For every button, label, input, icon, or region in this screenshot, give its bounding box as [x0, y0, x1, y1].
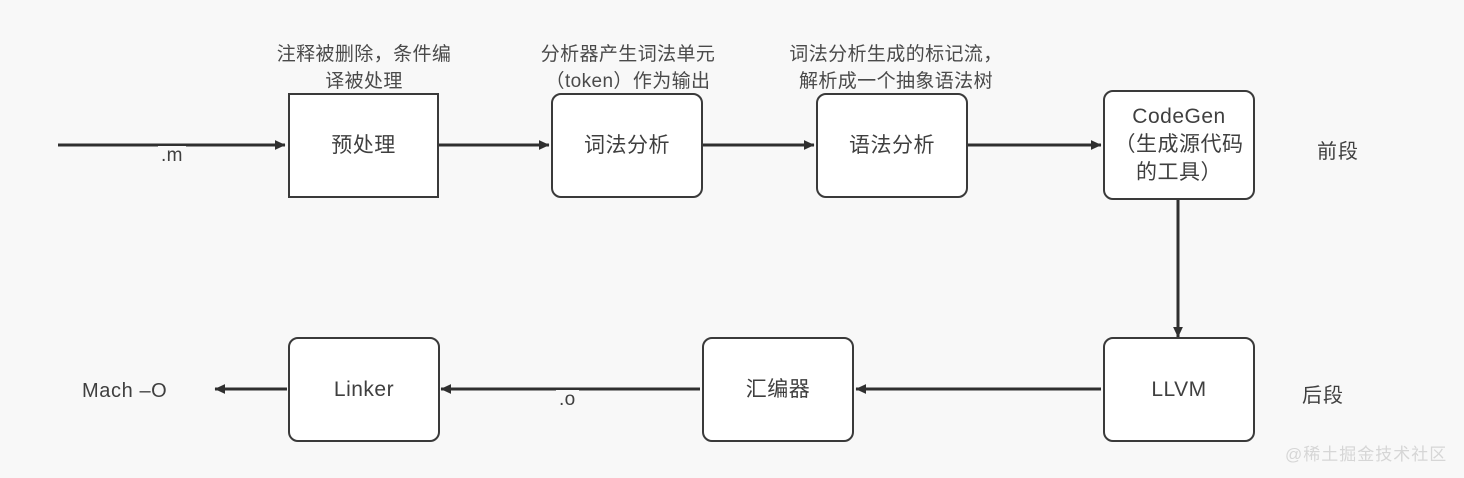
- side-label-front-end: 前段: [1317, 141, 1359, 163]
- caption-syntax: 词法分析生成的标记流， 解析成一个抽象语法树: [789, 44, 1003, 92]
- node-lexical[interactable]: 词法分析: [551, 93, 703, 198]
- edge-label-dot-o: .o: [556, 390, 579, 409]
- caption-preprocess: 注释被删除，条件编 译被处理: [276, 44, 452, 92]
- node-llvm[interactable]: LLVM: [1103, 337, 1255, 442]
- node-syntax[interactable]: 语法分析: [816, 93, 968, 198]
- edge-label-dot-m: .m: [158, 146, 186, 165]
- caption-lexical: 分析器产生词法单元 （token）作为输出: [540, 44, 716, 92]
- side-label-back-end: 后段: [1302, 385, 1344, 407]
- node-codegen[interactable]: CodeGen （生成源代码 的工具）: [1103, 90, 1255, 200]
- node-linker[interactable]: Linker: [288, 337, 440, 442]
- node-assembler[interactable]: 汇编器: [702, 337, 854, 442]
- node-preprocess[interactable]: 预处理: [288, 93, 439, 198]
- watermark: @稀土掘金技术社区: [1285, 445, 1448, 464]
- endpoint-mach-o: Mach –O: [82, 380, 168, 402]
